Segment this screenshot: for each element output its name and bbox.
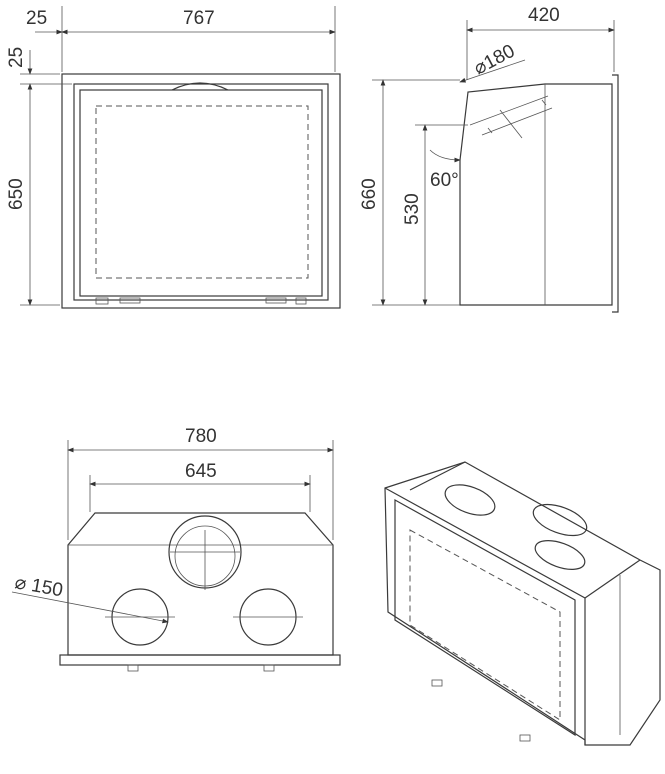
back-view: 780 645 ⌀ 150 xyxy=(11,426,341,672)
dim-height: 650 xyxy=(6,178,27,210)
dim-total-height: 660 xyxy=(359,178,380,210)
door-handle xyxy=(171,82,229,91)
dim-depth: 420 xyxy=(528,5,560,26)
dim-width: 767 xyxy=(183,8,215,29)
dim-outer-width: 780 xyxy=(185,426,217,447)
dim-flue-diameter: ⌀180 xyxy=(470,41,518,80)
side-view: 660 530 420 ⌀180 60° xyxy=(359,5,619,313)
dim-vent-diameter: ⌀ 150 xyxy=(13,572,64,601)
isometric-view xyxy=(384,461,661,746)
dim-top-margin: 25 xyxy=(6,47,27,68)
dim-flue-height: 530 xyxy=(402,193,423,225)
dim-flue-angle: 60° xyxy=(430,170,459,191)
front-view: 25 767 25 650 xyxy=(6,6,341,309)
dim-left-margin: 25 xyxy=(26,8,47,29)
dim-inner-width: 645 xyxy=(185,461,217,482)
